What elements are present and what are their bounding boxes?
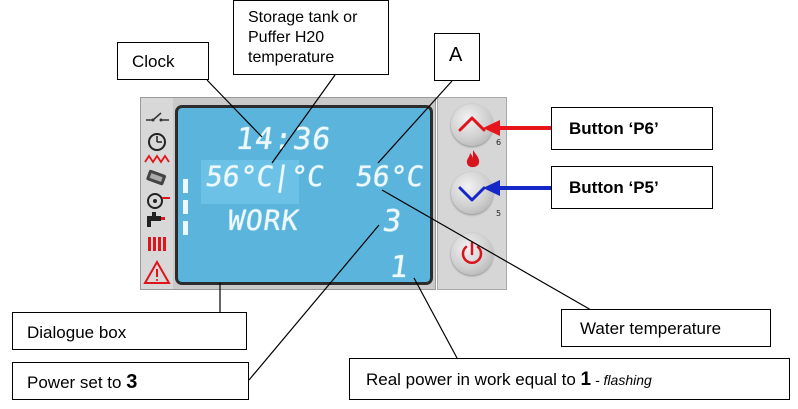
power-icon [461,241,483,264]
fan-icon [146,169,166,186]
button-p5-label: Button ‘P5’ [551,166,713,209]
down-chevron-icon [458,186,486,202]
lcd-bar-segment [183,221,188,235]
buttons-panel: 6 5 [437,97,507,290]
lcd-dialogue: WORK [225,204,302,237]
water-temperature-label-text: Water temperature [580,319,722,338]
button-p6-label-text: Button ‘P6’ [569,119,659,138]
switch-icon [146,112,169,122]
lcd-bar-segment [183,179,188,193]
clock-label-text: Clock [132,52,175,71]
a-label: A [434,33,480,81]
lcd-clock: 14:36 [233,122,334,157]
up-chevron-icon [458,116,486,132]
pump-icon [147,193,170,209]
a-label-text: A [449,44,463,66]
water-temperature-label: Water temperature [561,309,771,347]
tap-icon [147,212,165,227]
power-set-label-prefix: Power set to [27,373,127,392]
lcd-power-set: 3 [380,204,405,239]
button-p6-number: 6 [496,138,502,147]
storage-tank-label: Storage tank or Puffer H20 temperature [233,0,389,75]
lcd-screen: 14:36 56°C|°C 56°C WORK 3 1 [175,105,433,285]
power-button[interactable] [451,233,493,275]
button-p5-number: 5 [496,209,502,218]
lcd-tank-temperature: 56°C|°C [203,160,327,193]
status-icon-strip [141,98,173,289]
storage-tank-label-text: Storage tank or Puffer H20 temperature [248,9,358,66]
lcd-bar-segment [183,200,188,214]
lcd-water-temperature: 56°C [353,160,426,193]
clock-label: Clock [117,42,209,80]
power-set-label: Power set to 3 [12,362,249,400]
lcd-highlight [201,160,299,204]
real-power-label-value: 1 [580,369,592,390]
lcd-real-power: 1 [387,250,412,285]
button-p6[interactable] [451,104,493,146]
button-p5[interactable] [451,172,493,214]
real-power-label: Real power in work equal to 1 - flashing [349,358,790,400]
flame-icon [464,149,482,176]
clock-icon [148,133,166,151]
controller-panel: 14:36 56°C|°C 56°C WORK 3 1 [140,97,436,290]
dialogue-box-label-text: Dialogue box [27,323,127,342]
heating-icon [144,154,170,164]
dialogue-box-label: Dialogue box [12,312,247,350]
real-power-leader-line [413,277,458,359]
warning-icon [143,259,171,284]
power-set-label-value: 3 [126,371,138,393]
status-icons [143,112,171,284]
real-power-label-suffix: - flashing [591,372,652,388]
real-power-label-prefix: Real power in work equal to [366,370,581,389]
button-p6-label: Button ‘P6’ [551,107,713,150]
radiator-icon [148,237,166,251]
button-p5-label-text: Button ‘P5’ [569,178,659,197]
